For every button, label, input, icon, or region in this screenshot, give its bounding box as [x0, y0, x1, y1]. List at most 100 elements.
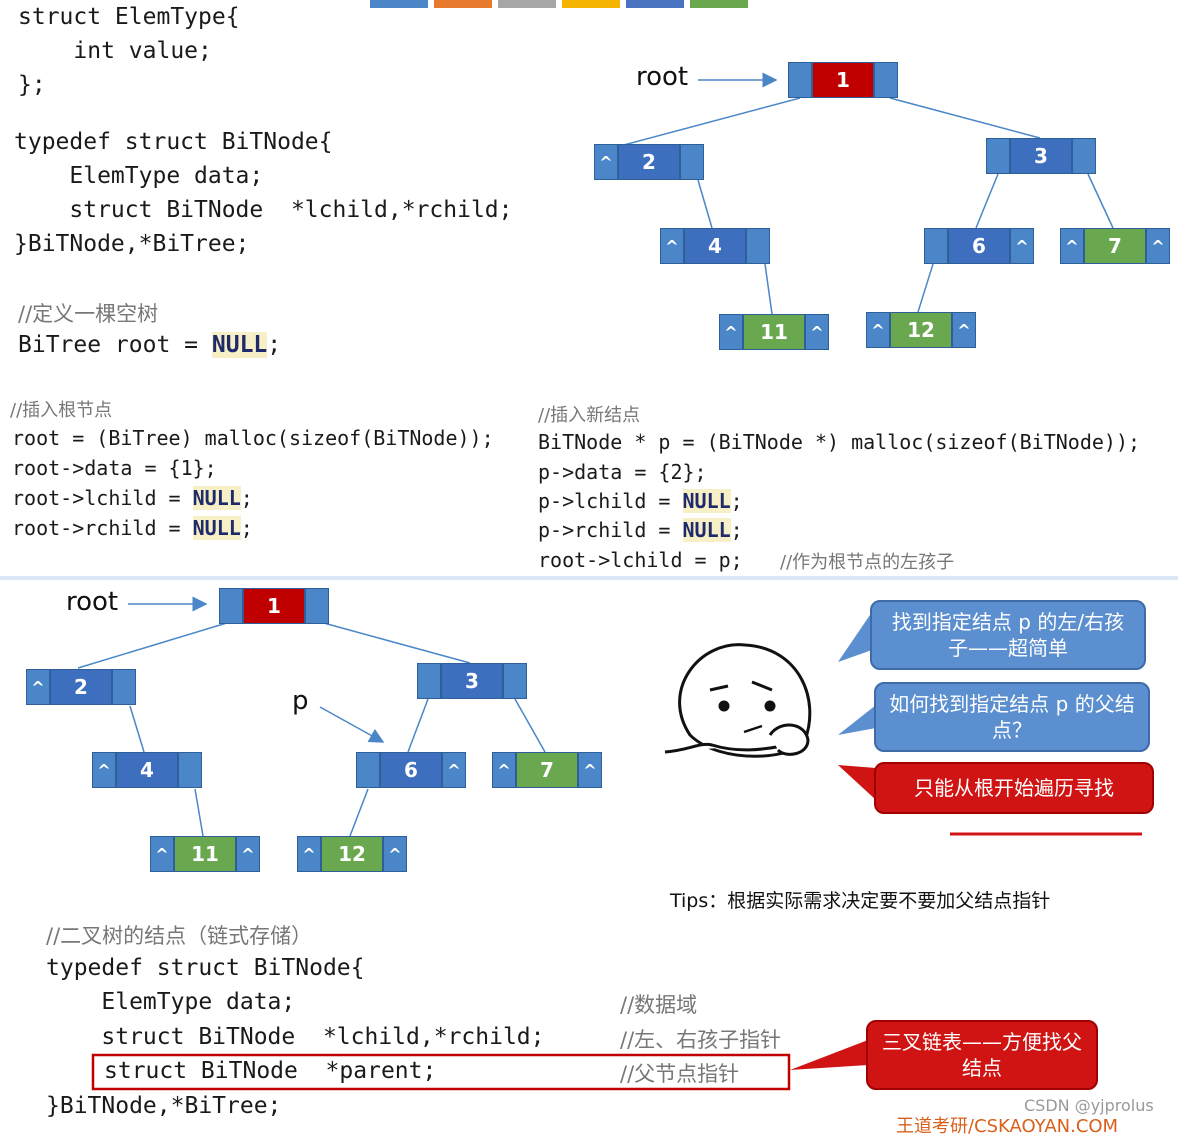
- code-line: root->lchild = NULL;: [12, 486, 253, 510]
- node-value: 2: [618, 144, 680, 180]
- node-value: 6: [380, 752, 442, 788]
- null-keyword: NULL: [682, 489, 731, 513]
- tree-node-3: 3: [986, 138, 1096, 174]
- section-divider: [0, 576, 1178, 580]
- swatch: [690, 0, 748, 8]
- lchild-pointer: [788, 62, 812, 98]
- tree-node-12: ^ 12 ^: [866, 312, 976, 348]
- code-line: };: [18, 72, 46, 98]
- code-comment: //定义一棵空树: [18, 302, 159, 326]
- node-value: 2: [50, 669, 112, 705]
- tree-node-1: 1: [219, 588, 329, 624]
- code-comment: //作为根节点的左孩子: [780, 552, 955, 573]
- swatch: [562, 0, 620, 8]
- code-comment: //左、右孩子指针: [620, 1028, 782, 1052]
- code-comment: //数据域: [620, 993, 698, 1017]
- code-text: ;: [730, 518, 743, 542]
- node-value: 3: [1010, 138, 1072, 174]
- watermark-brand: 王道考研/CSKAOYAN.COM: [896, 1116, 1119, 1137]
- null-marker: ^: [594, 144, 618, 180]
- root-label: root: [66, 587, 119, 617]
- node-value: 7: [1084, 228, 1146, 264]
- code-text: p->lchild =: [538, 489, 683, 513]
- code-comment: //二叉树的结点（链式存储）: [46, 924, 313, 948]
- tree-node-7: ^ 7 ^: [1060, 228, 1170, 264]
- lchild-pointer: [924, 228, 948, 264]
- swatch: [626, 0, 684, 8]
- node-value: 3: [441, 663, 503, 699]
- lchild-pointer: [417, 663, 441, 699]
- speech-bubble-children: 找到指定结点 p 的左/右孩子——超简单: [870, 600, 1146, 670]
- code-struct-elemtype: struct ElemType{: [18, 4, 240, 30]
- rchild-pointer: [503, 663, 527, 699]
- tree-node-7: ^ 7 ^: [492, 752, 602, 788]
- code-line: struct BiTNode *lchild,*rchild;: [14, 197, 513, 223]
- rchild-pointer: [178, 752, 202, 788]
- null-marker: ^: [952, 312, 976, 348]
- code-line: p->lchild = NULL;: [538, 489, 743, 513]
- swatch: [498, 0, 556, 8]
- code-comment: //插入新结点: [538, 405, 641, 426]
- code-parent-line: struct BiTNode *parent;: [104, 1058, 437, 1084]
- tips-text: Tips：根据实际需求决定要不要加父结点指针: [670, 890, 1051, 912]
- null-marker: ^: [383, 836, 407, 872]
- node-value: 11: [174, 836, 236, 872]
- node-value: 11: [743, 314, 805, 350]
- tree-node-3: 3: [417, 663, 527, 699]
- rchild-pointer: [112, 669, 136, 705]
- rchild-pointer: [874, 62, 898, 98]
- root-label: root: [636, 62, 689, 92]
- code-empty-tree: BiTree root = NULL;: [18, 332, 281, 358]
- null-marker: ^: [578, 752, 602, 788]
- null-keyword: NULL: [192, 486, 241, 510]
- tree-node-2: ^ 2: [26, 669, 136, 705]
- tree-node-4: ^ 4: [92, 752, 202, 788]
- null-keyword: NULL: [682, 518, 731, 542]
- code-typedef: typedef struct BiTNode{: [46, 955, 365, 981]
- null-marker: ^: [26, 669, 50, 705]
- node-value: 12: [321, 836, 383, 872]
- node-value: 12: [890, 312, 952, 348]
- null-keyword: NULL: [211, 332, 268, 358]
- code-line: }BiTNode,*BiTree;: [46, 1093, 282, 1119]
- null-marker: ^: [442, 752, 466, 788]
- code-line: }BiTNode,*BiTree;: [14, 231, 250, 257]
- node-value: 1: [812, 62, 874, 98]
- code-line: root->lchild = p;: [538, 548, 743, 572]
- code-text: p->rchild =: [538, 518, 683, 542]
- node-value: 4: [684, 228, 746, 264]
- code-text: BiTree root =: [18, 332, 212, 358]
- tree-node-11: ^ 11 ^: [719, 314, 829, 350]
- tree-node-2: ^ 2: [594, 144, 704, 180]
- lchild-pointer: [986, 138, 1010, 174]
- code-typedef: typedef struct BiTNode{: [14, 129, 333, 155]
- code-line: p->rchild = NULL;: [538, 518, 743, 542]
- code-line: root = (BiTree) malloc(sizeof(BiTNode));: [12, 426, 494, 450]
- speech-bubble-traverse: 只能从根开始遍历寻找: [874, 762, 1154, 814]
- null-marker: ^: [1146, 228, 1170, 264]
- null-marker: ^: [1010, 228, 1034, 264]
- watermark: CSDN @yjprolus: [1024, 1096, 1154, 1115]
- lchild-pointer: [219, 588, 243, 624]
- tree-node-12: ^ 12 ^: [297, 836, 407, 872]
- tree-node-4: ^ 4: [660, 228, 770, 264]
- node-value: 1: [243, 588, 305, 624]
- code-line: ElemType data;: [46, 989, 296, 1015]
- null-marker: ^: [1060, 228, 1084, 264]
- code-text: ;: [240, 486, 253, 510]
- tree-node-11: ^ 11 ^: [150, 836, 260, 872]
- code-comment: //插入根节点: [10, 400, 113, 421]
- code-line: p->data = {2};: [538, 460, 707, 484]
- null-marker: ^: [719, 314, 743, 350]
- rchild-pointer: [680, 144, 704, 180]
- node-value: 4: [116, 752, 178, 788]
- code-text: ;: [267, 332, 282, 358]
- swatch: [370, 0, 428, 8]
- null-marker: ^: [660, 228, 684, 264]
- tree-node-1: 1: [788, 62, 898, 98]
- code-line: int value;: [18, 38, 212, 64]
- p-label: p: [292, 686, 309, 716]
- code-comment: //父节点指针: [620, 1062, 740, 1086]
- null-marker: ^: [805, 314, 829, 350]
- code-text: ;: [240, 516, 253, 540]
